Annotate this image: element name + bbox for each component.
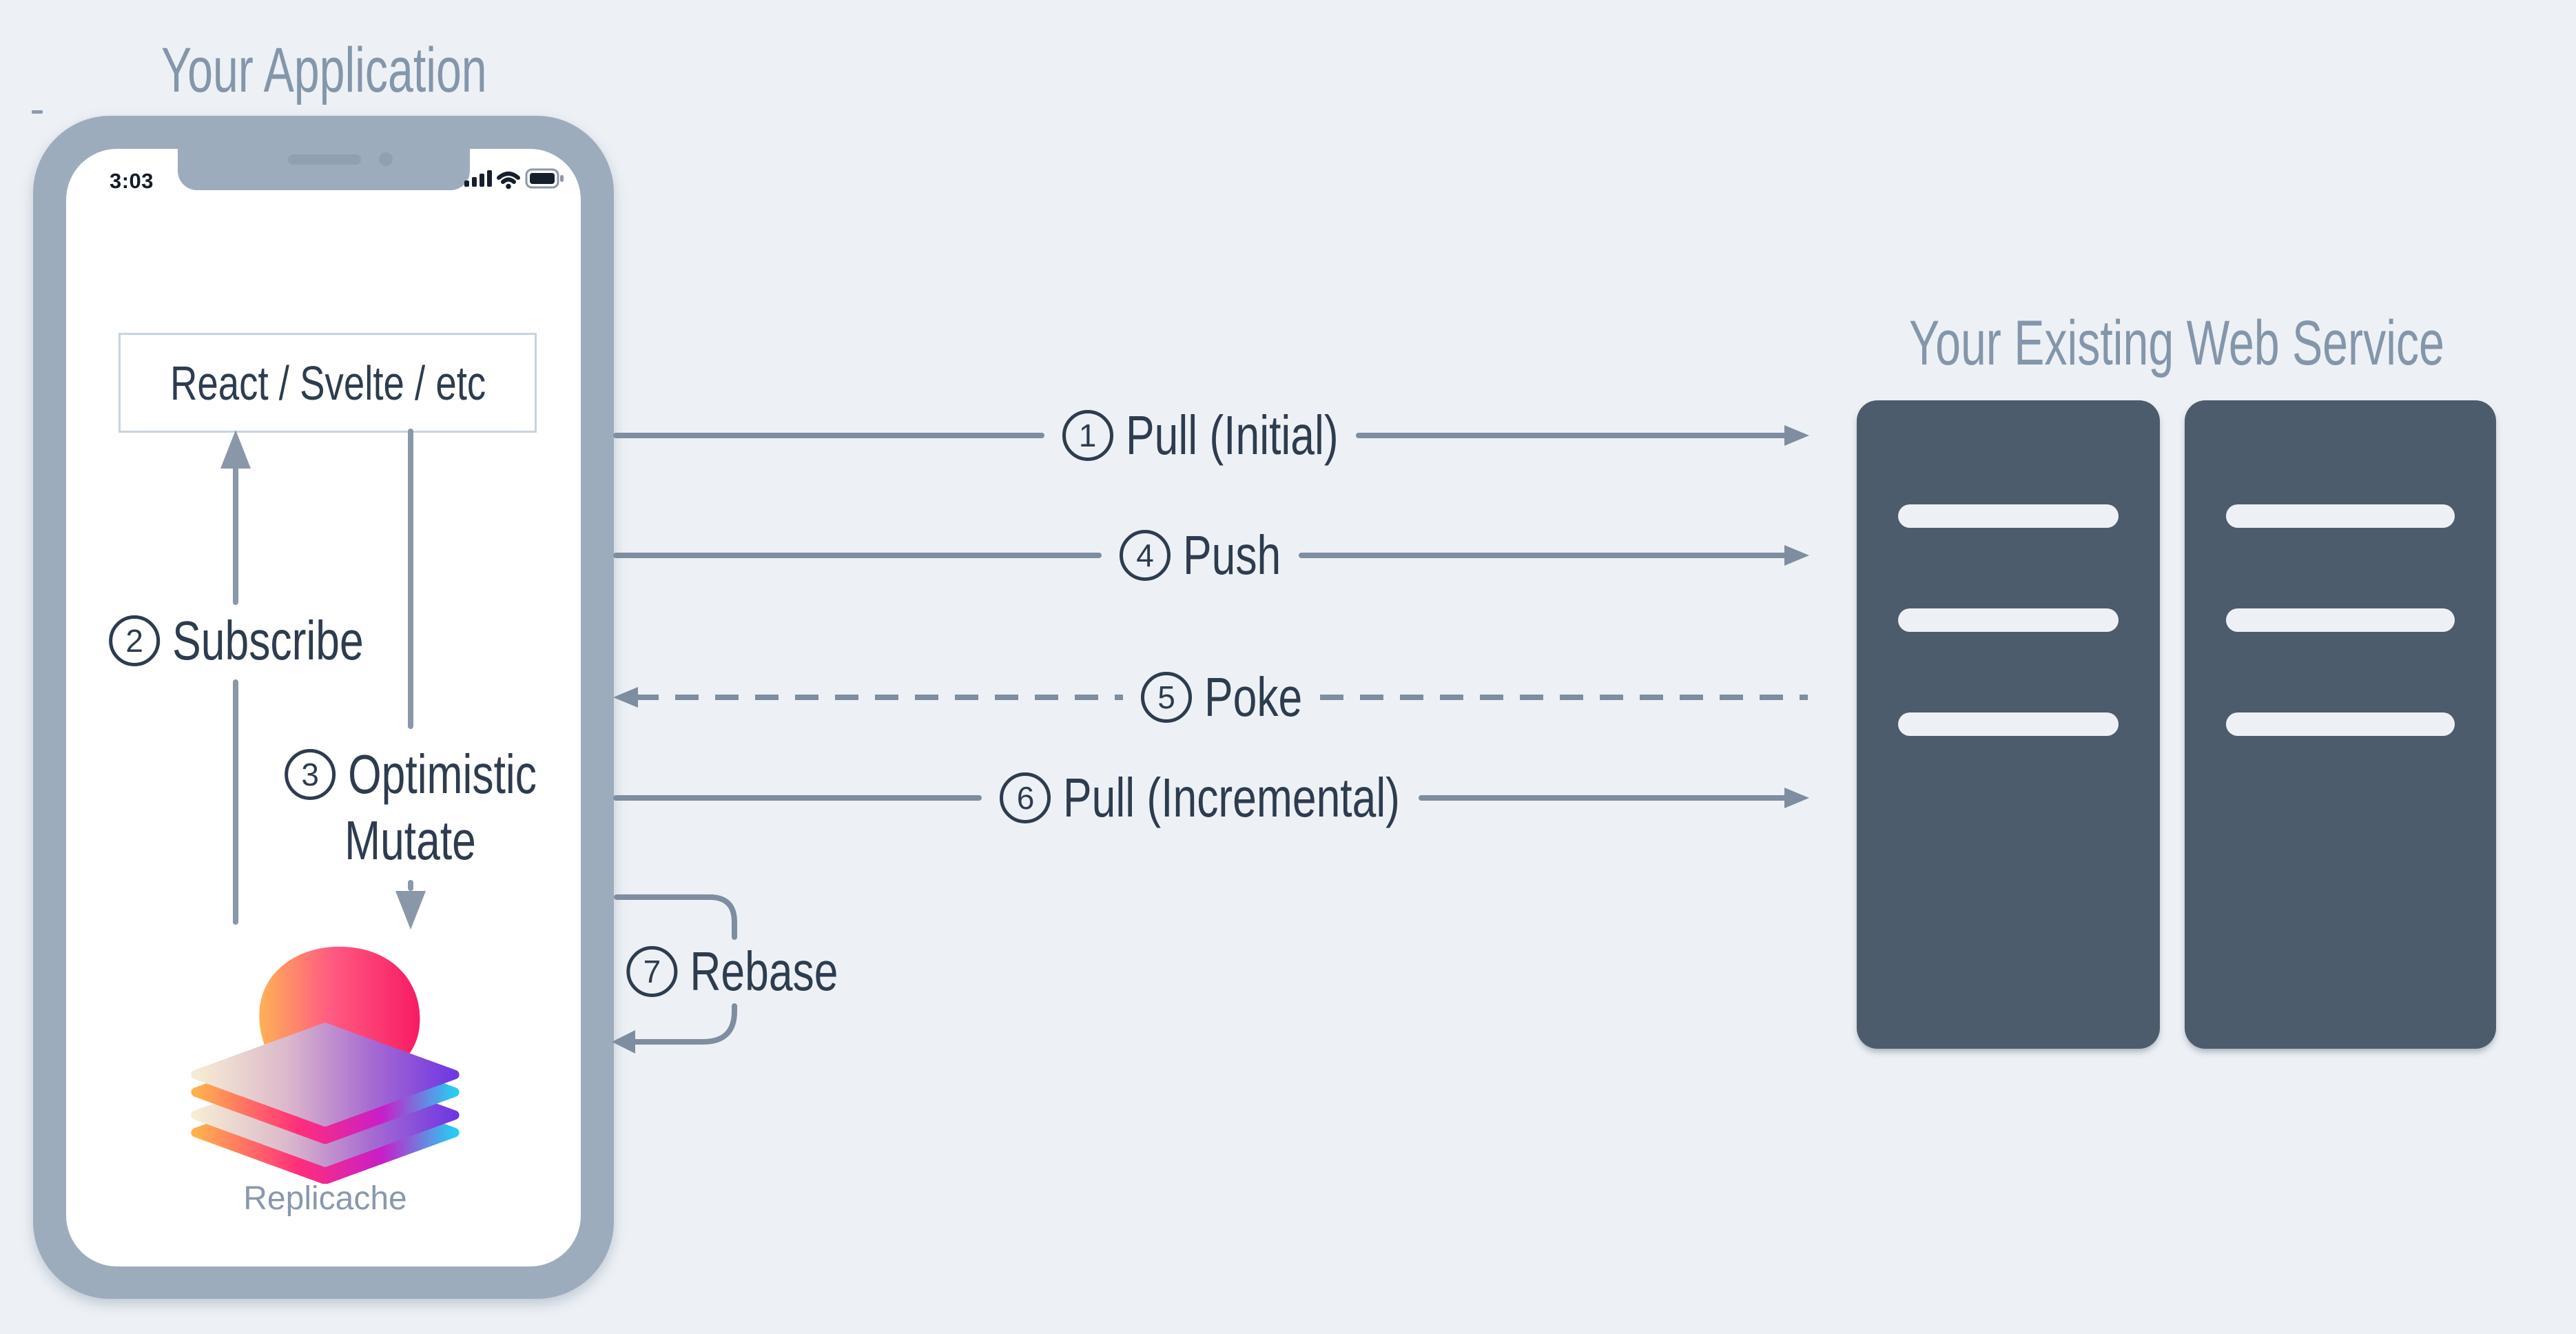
flow-line [613,795,982,801]
logo-caption: Replicache [243,1180,407,1217]
server-slot [2226,608,2455,632]
flow-pull-initial: 1 Pull (Initial) [613,405,1809,466]
wifi-icon [497,172,520,189]
flow-label-rebase: 7 Rebase [626,941,838,1002]
subscribe-arrow-line [233,679,238,925]
left-arrowhead [613,687,638,708]
corner-dash-artifact [32,110,43,114]
right-arrowhead [1784,788,1810,808]
flow-dashed-line [1319,695,1809,700]
replicache-logo [191,946,460,1184]
flow-number-badge: 6 [1000,772,1051,823]
flow-push: 4 Push [613,525,1810,586]
server-slot [2226,504,2455,528]
flow-number-badge: 5 [1141,672,1193,723]
flow-line [1298,553,1788,558]
mutate-arrowhead [395,891,426,930]
logo-upper-plate [191,1023,460,1145]
flow-label-poke: 5 Poke [1141,667,1302,728]
flow-number-badge: 2 [109,615,161,666]
server-tower [1857,400,2160,1049]
speaker-icon [288,154,361,165]
flow-number-badge: 3 [285,749,336,800]
flow-line [1418,795,1788,801]
flow-line [613,433,1044,438]
server-slot [1898,608,2119,632]
server-slot [2226,712,2455,736]
flow-label-push: 4 Push [1120,525,1281,586]
camera-icon [379,152,393,166]
flow-label-subscribe: 2 Subscribe [109,610,364,671]
mutate-arrow-line [408,429,413,729]
left-arrowhead [612,1030,635,1054]
flow-line [1356,433,1787,438]
flow-label-optimistic-mutate: 3 Optimistic Mutate [285,744,537,871]
server-tower [2185,400,2496,1049]
right-arrowhead [1784,545,1810,566]
battery-icon [525,168,564,189]
web-service-title: Your Existing Web Service [1908,308,2444,378]
flow-label-pull-incremental: 6 Pull (Incremental) [1000,768,1400,828]
rebase-loop-arrow [612,894,737,1054]
subscribe-arrow-line [233,466,238,605]
framework-box: React / Svelte / etc [119,333,537,433]
flow-dashed-line [635,695,1124,700]
flow-number-badge: 1 [1062,410,1113,461]
flow-pull-incremental: 6 Pull (Incremental) [613,768,1810,828]
application-title: Your Application [161,35,487,105]
flow-line [613,553,1102,558]
server-slot [1898,712,2119,736]
mutate-arrow-line [408,880,413,891]
status-icons [464,168,564,189]
flow-poke: 5 Poke [613,667,1809,728]
flow-label-pull-initial: 1 Pull (Initial) [1062,405,1339,466]
flow-number-badge: 7 [626,946,678,997]
server-slot [1898,504,2119,528]
flow-number-badge: 4 [1120,530,1171,581]
status-time: 3:03 [109,169,154,193]
right-arrowhead [1784,425,1809,446]
subscribe-arrowhead [220,430,251,469]
cellular-signal-icon [464,170,492,187]
